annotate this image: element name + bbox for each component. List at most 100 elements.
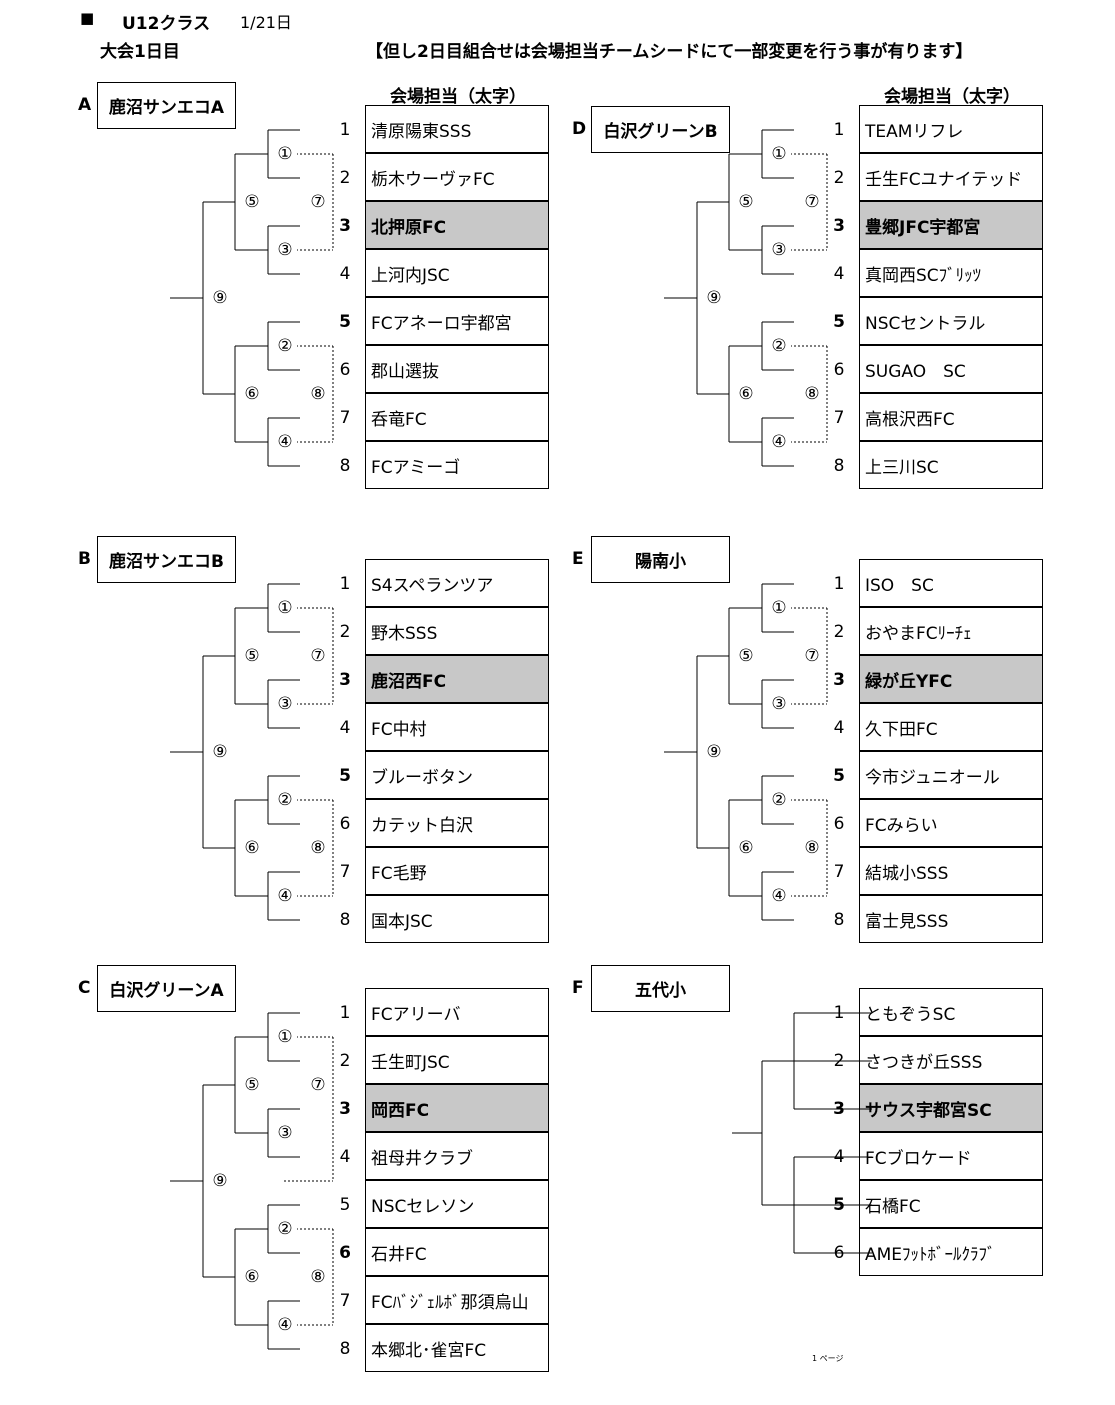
match-number: ⑦ <box>306 192 330 212</box>
team-name-cell: 石井FC <box>365 1228 549 1276</box>
team-number: 3 <box>339 670 351 690</box>
team-name-cell: 壬生町JSC <box>365 1036 549 1084</box>
team-name-cell: FCみらい <box>859 799 1043 847</box>
team-number: 3 <box>339 216 351 236</box>
match-number: ③ <box>767 694 791 714</box>
team-number: 7 <box>339 862 351 882</box>
match-number: ⑥ <box>734 838 758 858</box>
team-number: 6 <box>833 814 845 834</box>
team-number: 8 <box>833 910 845 930</box>
bracket-lines <box>170 583 334 921</box>
venue-box: 五代小 <box>591 965 730 1012</box>
venue-box: 白沢グリーンA <box>97 965 236 1012</box>
team-name-cell: 上三川SC <box>859 441 1043 489</box>
team-number: 1 <box>833 120 845 140</box>
match-number: ⑥ <box>240 384 264 404</box>
team-number: 4 <box>339 718 351 738</box>
team-name-cell: 豊郷JFC宇都宮 <box>859 201 1043 249</box>
match-number: ⑧ <box>800 384 824 404</box>
team-name-cell: 石橋FC <box>859 1180 1043 1228</box>
team-name-cell: 富士見SSS <box>859 895 1043 943</box>
class-label: U12クラス <box>122 14 211 34</box>
team-name-cell: さつきが丘SSS <box>859 1036 1043 1084</box>
match-number: ① <box>273 1027 297 1047</box>
team-number: 5 <box>833 312 845 332</box>
match-number: ② <box>273 790 297 810</box>
page-number: 1 ページ <box>812 1354 844 1363</box>
date-label: 1/21日 <box>240 13 292 32</box>
bullet-square: ■ <box>80 9 95 27</box>
match-number: ⑦ <box>306 646 330 666</box>
match-number: ③ <box>273 1123 297 1143</box>
match-number: ⑤ <box>240 192 264 212</box>
match-number: ② <box>767 790 791 810</box>
team-name-cell: 結城小SSS <box>859 847 1043 895</box>
match-number: ⑦ <box>800 192 824 212</box>
team-name-cell: 国本JSC <box>365 895 549 943</box>
match-number: ② <box>273 336 297 356</box>
team-number: 4 <box>339 1147 351 1167</box>
group-letter: F <box>572 978 584 998</box>
match-number: ⑥ <box>240 1267 264 1287</box>
team-name-cell: 北押原FC <box>365 201 549 249</box>
team-number: 4 <box>833 264 845 284</box>
team-name-cell: 壬生FCユナイテッド <box>859 153 1043 201</box>
team-name-cell: FC中村 <box>365 703 549 751</box>
match-number: ② <box>767 336 791 356</box>
team-number: 4 <box>833 718 845 738</box>
team-name-cell: ブルーボタン <box>365 751 549 799</box>
bracket-lines <box>732 1012 872 1254</box>
group-letter: B <box>78 549 91 569</box>
team-number: 3 <box>833 216 845 236</box>
match-number: ⑥ <box>734 384 758 404</box>
match-number: ④ <box>273 432 297 452</box>
team-name-cell: 岡西FC <box>365 1084 549 1132</box>
team-number: 6 <box>339 1243 351 1263</box>
team-number: 8 <box>339 1339 351 1359</box>
group-letter: E <box>572 549 584 569</box>
venue-box: 鹿沼サンエコA <box>97 82 236 129</box>
match-number: ① <box>767 144 791 164</box>
team-number: 6 <box>339 360 351 380</box>
match-number: ① <box>273 144 297 164</box>
match-number: ⑨ <box>208 288 232 308</box>
team-name-cell: 高根沢西FC <box>859 393 1043 441</box>
team-name-cell: 鹿沼西FC <box>365 655 549 703</box>
match-number: ⑤ <box>240 646 264 666</box>
team-number: 7 <box>339 1291 351 1311</box>
match-number: ④ <box>273 1315 297 1335</box>
match-number: ③ <box>767 240 791 260</box>
team-number: 1 <box>339 1003 351 1023</box>
group-letter: A <box>78 95 92 115</box>
team-number: 2 <box>339 1051 351 1071</box>
team-number: 8 <box>339 910 351 930</box>
team-number: 7 <box>833 408 845 428</box>
team-name-cell: 郡山選抜 <box>365 345 549 393</box>
match-number: ⑨ <box>208 742 232 762</box>
notice-text: 【但し2日目組合せは会場担当チームシードにて一部変更を行う事が有ります】 <box>366 42 973 62</box>
match-number: ⑦ <box>306 1075 330 1095</box>
team-name-cell: NSCセントラル <box>859 297 1043 345</box>
match-number: ⑧ <box>800 838 824 858</box>
team-name-cell: AMEﾌｯﾄﾎﾞｰﾙｸﾗﾌﾞ <box>859 1228 1043 1276</box>
team-name-cell: ISO SC <box>859 559 1043 607</box>
match-number: ③ <box>273 694 297 714</box>
team-name-cell: 清原陽東SSS <box>365 105 549 153</box>
match-number: ③ <box>273 240 297 260</box>
team-name-cell: 栃木ウーヴァFC <box>365 153 549 201</box>
team-number: 2 <box>833 168 845 188</box>
group-letter: D <box>572 119 587 139</box>
team-name-cell: サウス宇都宮SC <box>859 1084 1043 1132</box>
bracket-lines <box>664 129 828 467</box>
day-label: 大会1日目 <box>100 42 180 62</box>
match-number: ④ <box>767 432 791 452</box>
team-number: 2 <box>339 622 351 642</box>
venue-duty-header: 会場担当（太字） <box>884 87 1020 107</box>
team-name-cell: おやまFCﾘｰﾁｪ <box>859 607 1043 655</box>
team-number: 7 <box>833 862 845 882</box>
match-number: ⑨ <box>208 1171 232 1191</box>
team-name-cell: カテット白沢 <box>365 799 549 847</box>
